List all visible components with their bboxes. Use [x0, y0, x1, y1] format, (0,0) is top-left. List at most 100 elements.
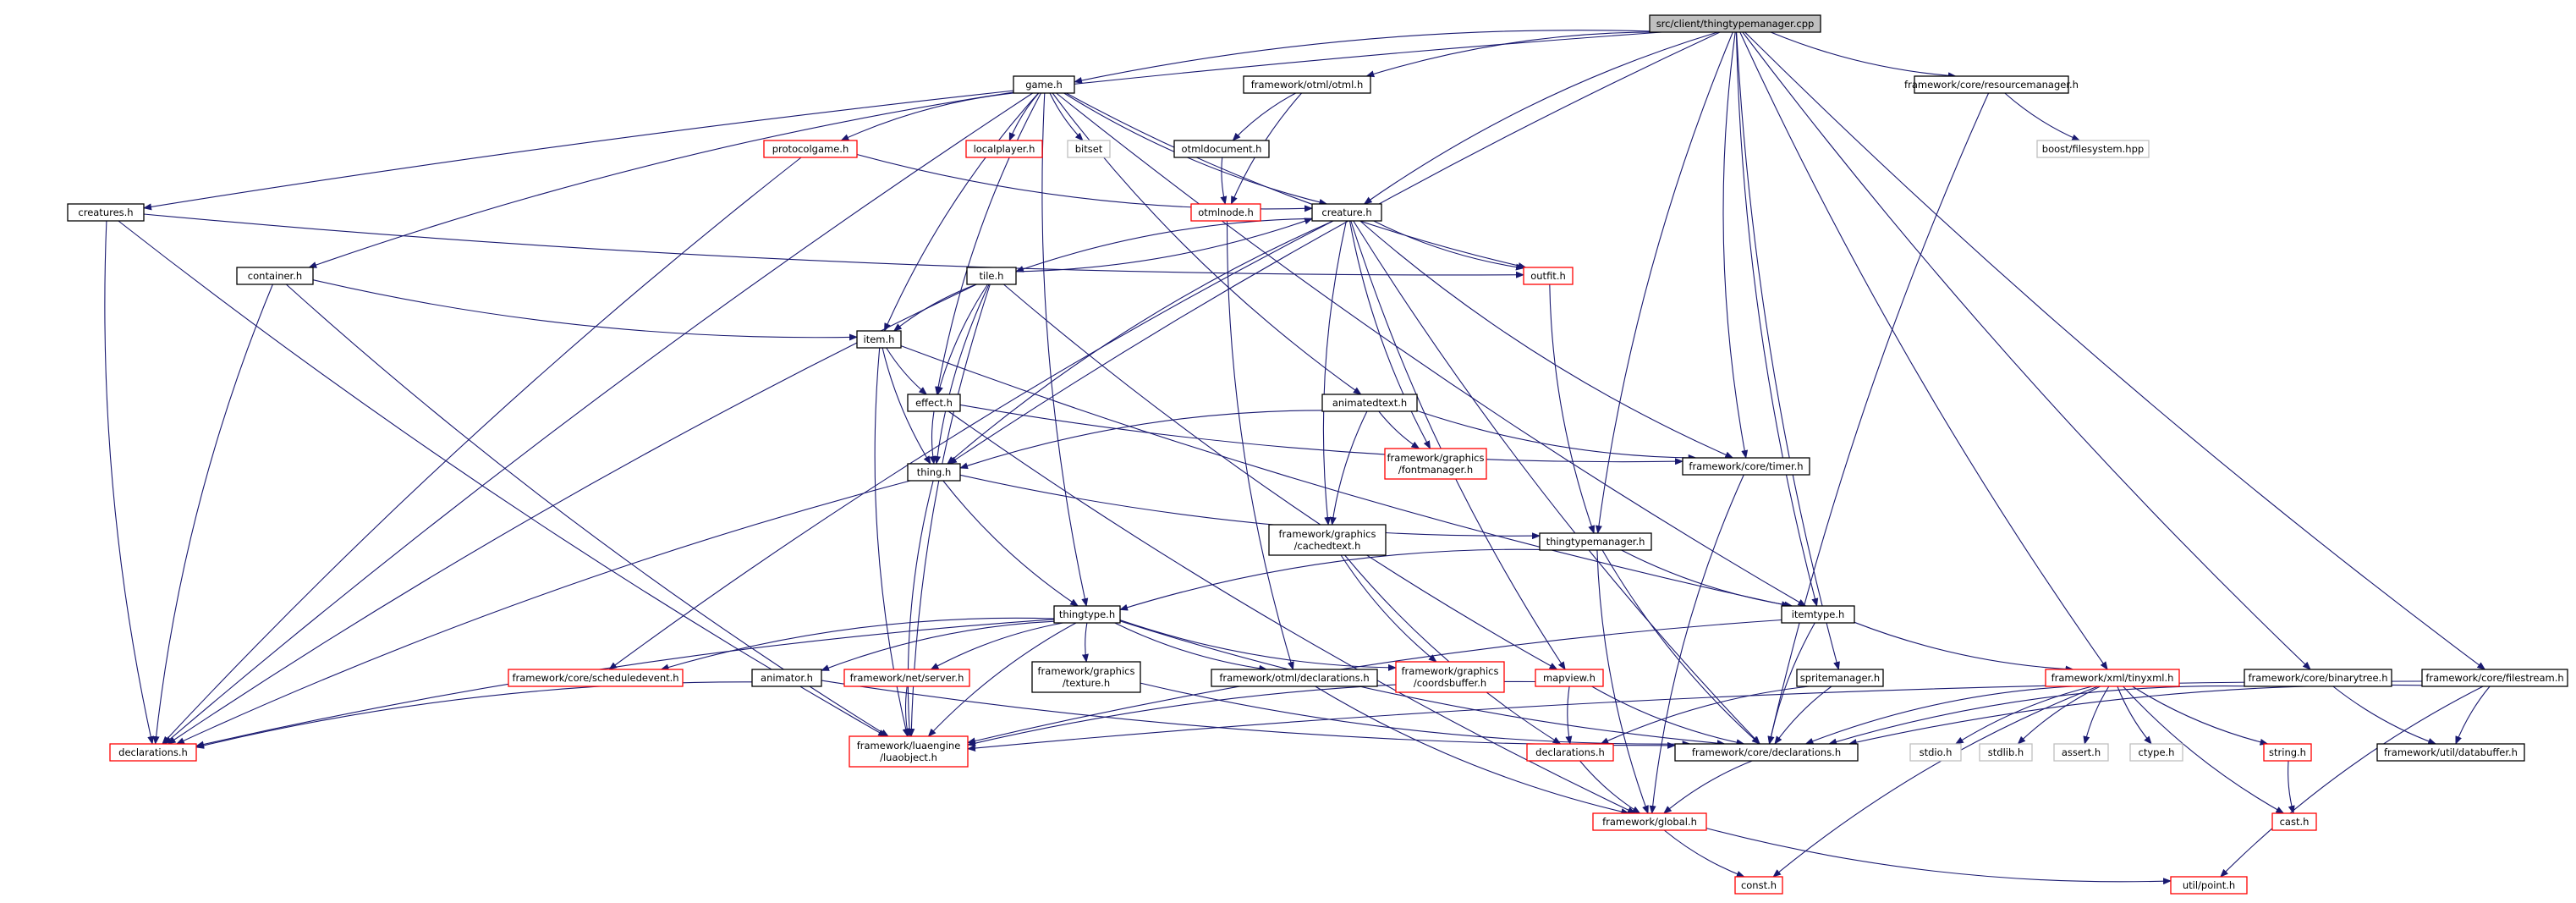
- graph-node-stdio[interactable]: stdio.h: [1909, 743, 1962, 762]
- graph-node-effect[interactable]: effect.h: [907, 394, 961, 412]
- node-box[interactable]: [1796, 669, 1884, 687]
- node-box[interactable]: [67, 203, 145, 222]
- graph-node-coredecl[interactable]: framework/core/declarations.h: [1674, 743, 1859, 762]
- graph-node-databuffer[interactable]: framework/util/databuffer.h: [2376, 743, 2525, 762]
- graph-node-thing[interactable]: thing.h: [907, 463, 961, 482]
- node-box[interactable]: [1311, 203, 1382, 222]
- node-box[interactable]: [236, 267, 314, 285]
- node-box[interactable]: [1909, 743, 1962, 762]
- node-box[interactable]: [1013, 75, 1075, 94]
- node-box[interactable]: [763, 140, 858, 158]
- graph-node-otmldecl[interactable]: framework/otml/declarations.h: [1211, 669, 1378, 687]
- node-box[interactable]: [1395, 661, 1505, 693]
- graph-node-thingtypemanager[interactable]: thingtypemanager.h: [1539, 532, 1652, 551]
- graph-node-decl2[interactable]: declarations.h: [1526, 743, 1614, 762]
- graph-node-ctype[interactable]: ctype.h: [2129, 743, 2183, 762]
- graph-node-assert[interactable]: assert.h: [2053, 743, 2109, 762]
- graph-node-itemtype[interactable]: itemtype.h: [1781, 605, 1855, 624]
- graph-node-otmldocument[interactable]: otmldocument.h: [1173, 140, 1270, 158]
- graph-node-bitset[interactable]: bitset: [1067, 140, 1111, 158]
- node-box[interactable]: [1321, 394, 1418, 412]
- node-box[interactable]: [508, 669, 684, 687]
- node-box[interactable]: [1979, 743, 2033, 762]
- graph-node-boostfs[interactable]: boost/filesystem.hpp: [2036, 140, 2150, 158]
- graph-node-root[interactable]: src/client/thingtypemanager.cpp: [1649, 14, 1821, 33]
- node-box[interactable]: [751, 669, 822, 687]
- graph-node-spritemanager[interactable]: spritemanager.h: [1796, 669, 1884, 687]
- graph-node-stdlib[interactable]: stdlib.h: [1979, 743, 2033, 762]
- node-box[interactable]: [849, 735, 969, 768]
- graph-node-item[interactable]: item.h: [856, 330, 902, 349]
- node-box[interactable]: [856, 330, 902, 349]
- graph-node-creature[interactable]: creature.h: [1311, 203, 1382, 222]
- node-box[interactable]: [907, 463, 961, 482]
- node-box[interactable]: [2036, 140, 2150, 158]
- node-box[interactable]: [1173, 140, 1270, 158]
- graph-node-game[interactable]: game.h: [1013, 75, 1075, 94]
- node-box[interactable]: [907, 394, 961, 412]
- node-box[interactable]: [1053, 605, 1121, 624]
- node-box[interactable]: [1734, 876, 1783, 895]
- node-box[interactable]: [1211, 669, 1378, 687]
- node-box[interactable]: [1523, 267, 1574, 285]
- node-box[interactable]: [843, 669, 970, 687]
- node-box[interactable]: [1781, 605, 1855, 624]
- graph-node-protocolgame[interactable]: protocolgame.h: [763, 140, 858, 158]
- graph-node-cast[interactable]: cast.h: [2271, 812, 2317, 831]
- node-box[interactable]: [2263, 743, 2312, 762]
- graph-node-animator[interactable]: animator.h: [751, 669, 822, 687]
- node-box[interactable]: [1526, 743, 1614, 762]
- node-box[interactable]: [2244, 669, 2392, 687]
- graph-node-filestream[interactable]: framework/core/filestream.h: [2421, 669, 2568, 687]
- graph-node-container[interactable]: container.h: [236, 267, 314, 285]
- graph-node-timer[interactable]: framework/core/timer.h: [1682, 457, 1810, 476]
- graph-node-fontmanager[interactable]: framework/graphics/fontmanager.h: [1384, 448, 1487, 480]
- node-box[interactable]: [1243, 75, 1371, 94]
- node-box[interactable]: [1067, 140, 1111, 158]
- graph-node-cachedtext[interactable]: framework/graphics/cachedtext.h: [1268, 524, 1387, 556]
- graph-node-localplayer[interactable]: localplayer.h: [965, 140, 1043, 158]
- node-box[interactable]: [1592, 812, 1707, 831]
- graph-node-luaobject[interactable]: framework/luaengine/luaobject.h: [849, 735, 969, 768]
- node-box[interactable]: [2421, 669, 2568, 687]
- node-box[interactable]: [1682, 457, 1810, 476]
- node-box[interactable]: [109, 743, 197, 762]
- graph-node-creatures[interactable]: creatures.h: [67, 203, 145, 222]
- node-box[interactable]: [1535, 669, 1604, 687]
- node-box[interactable]: [2129, 743, 2183, 762]
- node-box[interactable]: [2376, 743, 2525, 762]
- graph-node-tile[interactable]: tile.h: [966, 267, 1017, 285]
- node-box[interactable]: [1539, 532, 1652, 551]
- graph-node-global[interactable]: framework/global.h: [1592, 812, 1707, 831]
- graph-node-resmgr[interactable]: framework/core/resourcemanager.h: [1904, 75, 2079, 94]
- graph-node-otml[interactable]: framework/otml/otml.h: [1243, 75, 1371, 94]
- node-box[interactable]: [1914, 75, 2069, 94]
- node-box[interactable]: [1268, 524, 1387, 556]
- graph-node-mapview[interactable]: mapview.h: [1535, 669, 1604, 687]
- node-box[interactable]: [1190, 203, 1261, 222]
- node-box[interactable]: [2053, 743, 2109, 762]
- node-box[interactable]: [966, 267, 1017, 285]
- graph-node-scheduledevent[interactable]: framework/core/scheduledevent.h: [508, 669, 684, 687]
- graph-node-texture[interactable]: framework/graphics/texture.h: [1031, 661, 1141, 693]
- graph-node-animatedtext[interactable]: animatedtext.h: [1321, 394, 1418, 412]
- node-box[interactable]: [2170, 876, 2248, 895]
- graph-node-const[interactable]: const.h: [1734, 876, 1783, 895]
- graph-node-outfit[interactable]: outfit.h: [1523, 267, 1574, 285]
- node-box[interactable]: [1649, 14, 1821, 33]
- graph-node-otmlnode[interactable]: otmlnode.h: [1190, 203, 1261, 222]
- node-box[interactable]: [1384, 448, 1487, 480]
- graph-node-thingtype[interactable]: thingtype.h: [1053, 605, 1121, 624]
- node-box[interactable]: [2271, 812, 2317, 831]
- graph-node-binarytree[interactable]: framework/core/binarytree.h: [2244, 669, 2392, 687]
- node-box[interactable]: [965, 140, 1043, 158]
- node-box[interactable]: [1031, 661, 1141, 693]
- node-box[interactable]: [2045, 669, 2180, 687]
- graph-node-tinyxml[interactable]: framework/xml/tinyxml.h: [2045, 669, 2180, 687]
- graph-node-point[interactable]: util/point.h: [2170, 876, 2248, 895]
- graph-node-string[interactable]: string.h: [2263, 743, 2312, 762]
- graph-node-netserver[interactable]: framework/net/server.h: [843, 669, 970, 687]
- node-box[interactable]: [1674, 743, 1859, 762]
- graph-node-coordsbuffer[interactable]: framework/graphics/coordsbuffer.h: [1395, 661, 1505, 693]
- graph-node-decl1[interactable]: declarations.h: [109, 743, 197, 762]
